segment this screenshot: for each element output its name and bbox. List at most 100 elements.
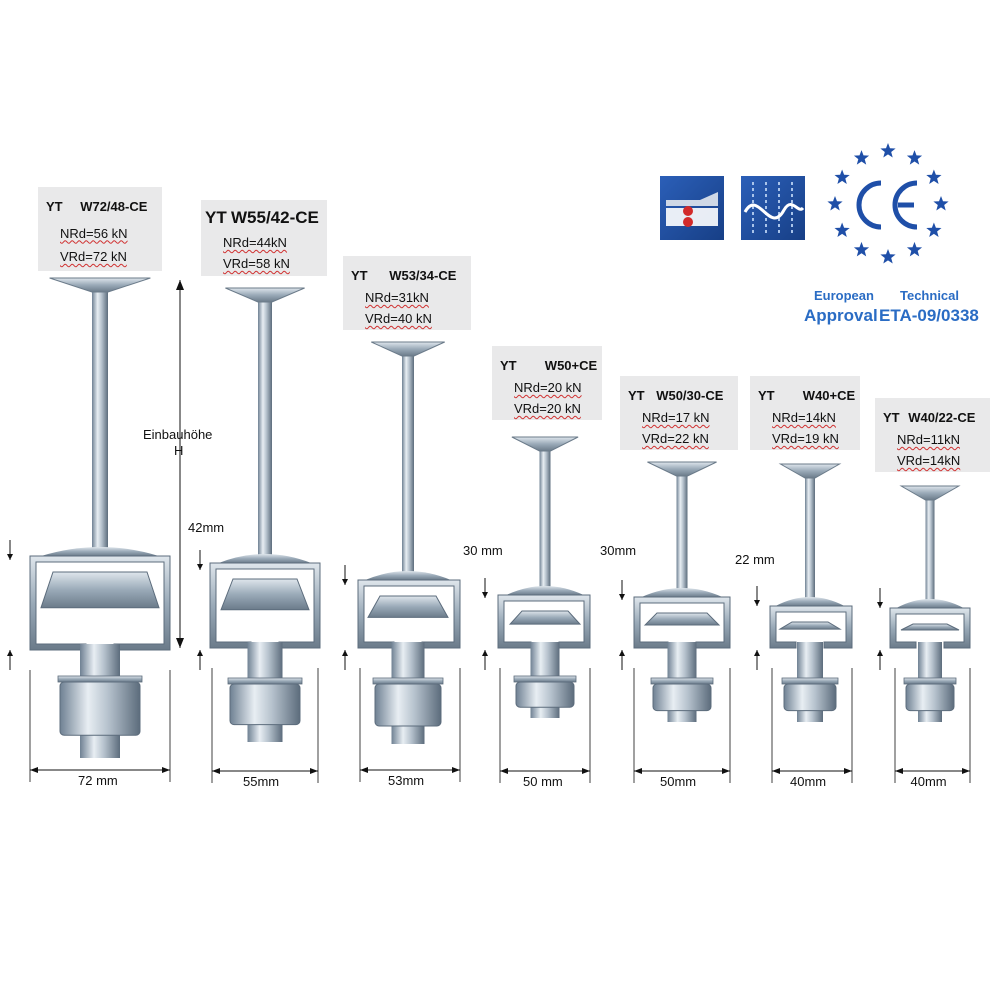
- vrd-value: VRd=72 kN: [60, 249, 127, 265]
- vrd-value: VRd=58 kN: [223, 256, 290, 272]
- width-label: 55mm: [243, 774, 280, 789]
- model-name: W55/42-CE: [231, 208, 319, 227]
- width-dimension: [482, 578, 591, 783]
- vrd-value: VRd=14kN: [897, 452, 961, 468]
- nrd-value: NRd=44kN: [223, 234, 287, 250]
- model-name: W40+CE: [802, 388, 856, 403]
- hex-nut: [374, 683, 442, 727]
- model-prefix: YT: [46, 199, 63, 214]
- model-name: W50+CE: [544, 358, 598, 373]
- hex-nut: [229, 683, 301, 726]
- anchor-collar: [365, 571, 451, 580]
- washer: [227, 677, 303, 685]
- model-prefix: YT: [758, 388, 775, 403]
- hex-nut: [515, 681, 575, 708]
- anchor-rod: [92, 288, 108, 562]
- model-prefix: YT: [205, 208, 227, 227]
- washer: [903, 677, 957, 685]
- nrd-value: NRd=17 kN: [642, 410, 710, 426]
- approval-number: ETA-09/0338: [879, 306, 979, 325]
- width-dimension: [754, 586, 853, 783]
- model-name: W40/22-CE: [908, 410, 976, 425]
- fire-resistance-icon: [660, 176, 724, 240]
- eu-star-icon: [827, 196, 843, 211]
- eu-star-icon: [926, 222, 942, 237]
- anchor-rod: [805, 474, 815, 612]
- anchor-head: [511, 436, 579, 452]
- seismic-icon: [741, 176, 805, 240]
- model-name: W53/34-CE: [389, 268, 457, 283]
- hammer-head: [220, 578, 310, 611]
- approval-word: Approval: [804, 306, 878, 325]
- anchor-6: [769, 463, 853, 722]
- hammer-head: [900, 623, 960, 631]
- width-dimension: [342, 565, 461, 782]
- nrd-value: NRd=11kN: [897, 432, 960, 448]
- anchor-1: [29, 277, 171, 758]
- gap-label: 42mm: [188, 520, 225, 535]
- vrd-value: VRd=19 kN: [772, 430, 839, 446]
- anchor-4: [497, 436, 591, 718]
- anchor-head: [647, 461, 717, 477]
- hex-nut: [905, 683, 955, 712]
- anchor-rod: [258, 298, 272, 569]
- hammer-head: [643, 612, 721, 626]
- anchor-rod: [925, 496, 935, 614]
- approval-european: European: [814, 288, 874, 303]
- model-prefix: YT: [351, 268, 368, 283]
- eu-star-icon: [853, 150, 870, 165]
- anchor-head: [49, 277, 151, 293]
- anchor-7: [889, 485, 971, 722]
- installation-height-symbol: H: [174, 443, 184, 458]
- approval-technical: Technical: [900, 288, 960, 303]
- anchor-head: [899, 485, 961, 501]
- washer: [650, 677, 714, 685]
- anchor-5: [633, 461, 731, 722]
- eu-star-icon: [933, 196, 949, 211]
- spec-label-7: YT W40/22-CE NRd=11kN VRd=14kN: [875, 398, 990, 472]
- gap-label: 22 mm: [735, 552, 775, 567]
- washer: [781, 677, 839, 685]
- anchor-collar: [896, 599, 964, 608]
- anchor-head: [778, 463, 842, 479]
- anchor-collar: [41, 547, 159, 556]
- washer: [513, 675, 577, 683]
- eu-star-icon: [906, 241, 923, 257]
- anchor-3: [357, 341, 461, 744]
- width-dimension: [7, 540, 171, 782]
- certification-logos: [660, 143, 949, 264]
- hammer-head: [508, 610, 582, 625]
- installation-height-label: Einbauhöhe: [143, 427, 213, 442]
- anchor-collar: [775, 597, 845, 606]
- anchor-rod: [402, 352, 414, 586]
- hex-nut: [652, 683, 712, 712]
- eu-star-icon: [834, 169, 850, 184]
- eu-star-icon: [906, 150, 923, 165]
- model-name: W50/30-CE: [656, 388, 724, 403]
- anchor-rod: [539, 447, 551, 601]
- anchor-collar: [506, 586, 584, 595]
- width-label: 72 mm: [78, 773, 118, 788]
- width-dimension: [619, 580, 731, 783]
- width-label: 50mm: [660, 774, 697, 789]
- vrd-value: VRd=40 kN: [365, 310, 432, 326]
- installation-height-dimension: [176, 280, 184, 648]
- eu-star-icon: [926, 169, 942, 184]
- width-label: 50 mm: [523, 774, 563, 789]
- width-label: 40mm: [910, 774, 947, 789]
- width-dimension: [197, 550, 319, 783]
- channel-profile: [889, 607, 971, 649]
- hammer-head: [40, 571, 160, 609]
- anchor-collar: [641, 588, 723, 597]
- hex-nut: [59, 681, 141, 736]
- model-prefix: YT: [500, 358, 517, 373]
- eu-star-icon: [880, 143, 896, 158]
- model-prefix: YT: [883, 410, 900, 425]
- gap-label: 30 mm: [463, 543, 503, 558]
- washer: [57, 675, 143, 683]
- anchor-rod: [676, 472, 688, 603]
